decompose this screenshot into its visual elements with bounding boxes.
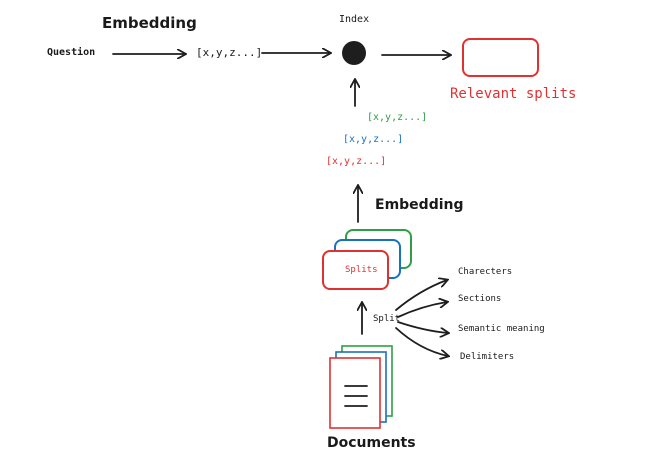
relevant-splits-label: Relevant splits	[450, 86, 577, 102]
arrow-split-sections	[397, 302, 447, 318]
arrow-split-semantic	[397, 321, 448, 333]
vector-label-red: [x,y,z...]	[326, 156, 387, 167]
split-method-sections: Sections	[458, 294, 502, 304]
question-label: Question	[47, 47, 96, 58]
query-embedding-label: Embedding	[102, 14, 197, 32]
query-vector-label: [x,y,z...]	[196, 46, 263, 59]
splits-label: Splits	[345, 265, 378, 275]
vector-label-blue: [x,y,z...]	[343, 134, 404, 145]
arrow-split-charecters	[395, 280, 447, 311]
doc-embedding-label: Embedding	[375, 197, 464, 213]
split-step-label: Split	[373, 314, 401, 324]
split-method-charecters: Charecters	[458, 267, 513, 277]
split-card-red	[322, 250, 389, 290]
index-node	[342, 41, 366, 65]
split-method-delimiters: Delimiters	[460, 352, 515, 362]
vector-label-green: [x,y,z...]	[367, 112, 428, 123]
document-page-red	[329, 357, 381, 429]
documents-label: Documents	[327, 435, 416, 451]
split-method-semantic: Semantic meaning	[458, 324, 545, 334]
relevant-splits-box	[462, 38, 539, 77]
arrow-split-delimiters	[395, 327, 448, 356]
index-label: Index	[339, 14, 370, 25]
